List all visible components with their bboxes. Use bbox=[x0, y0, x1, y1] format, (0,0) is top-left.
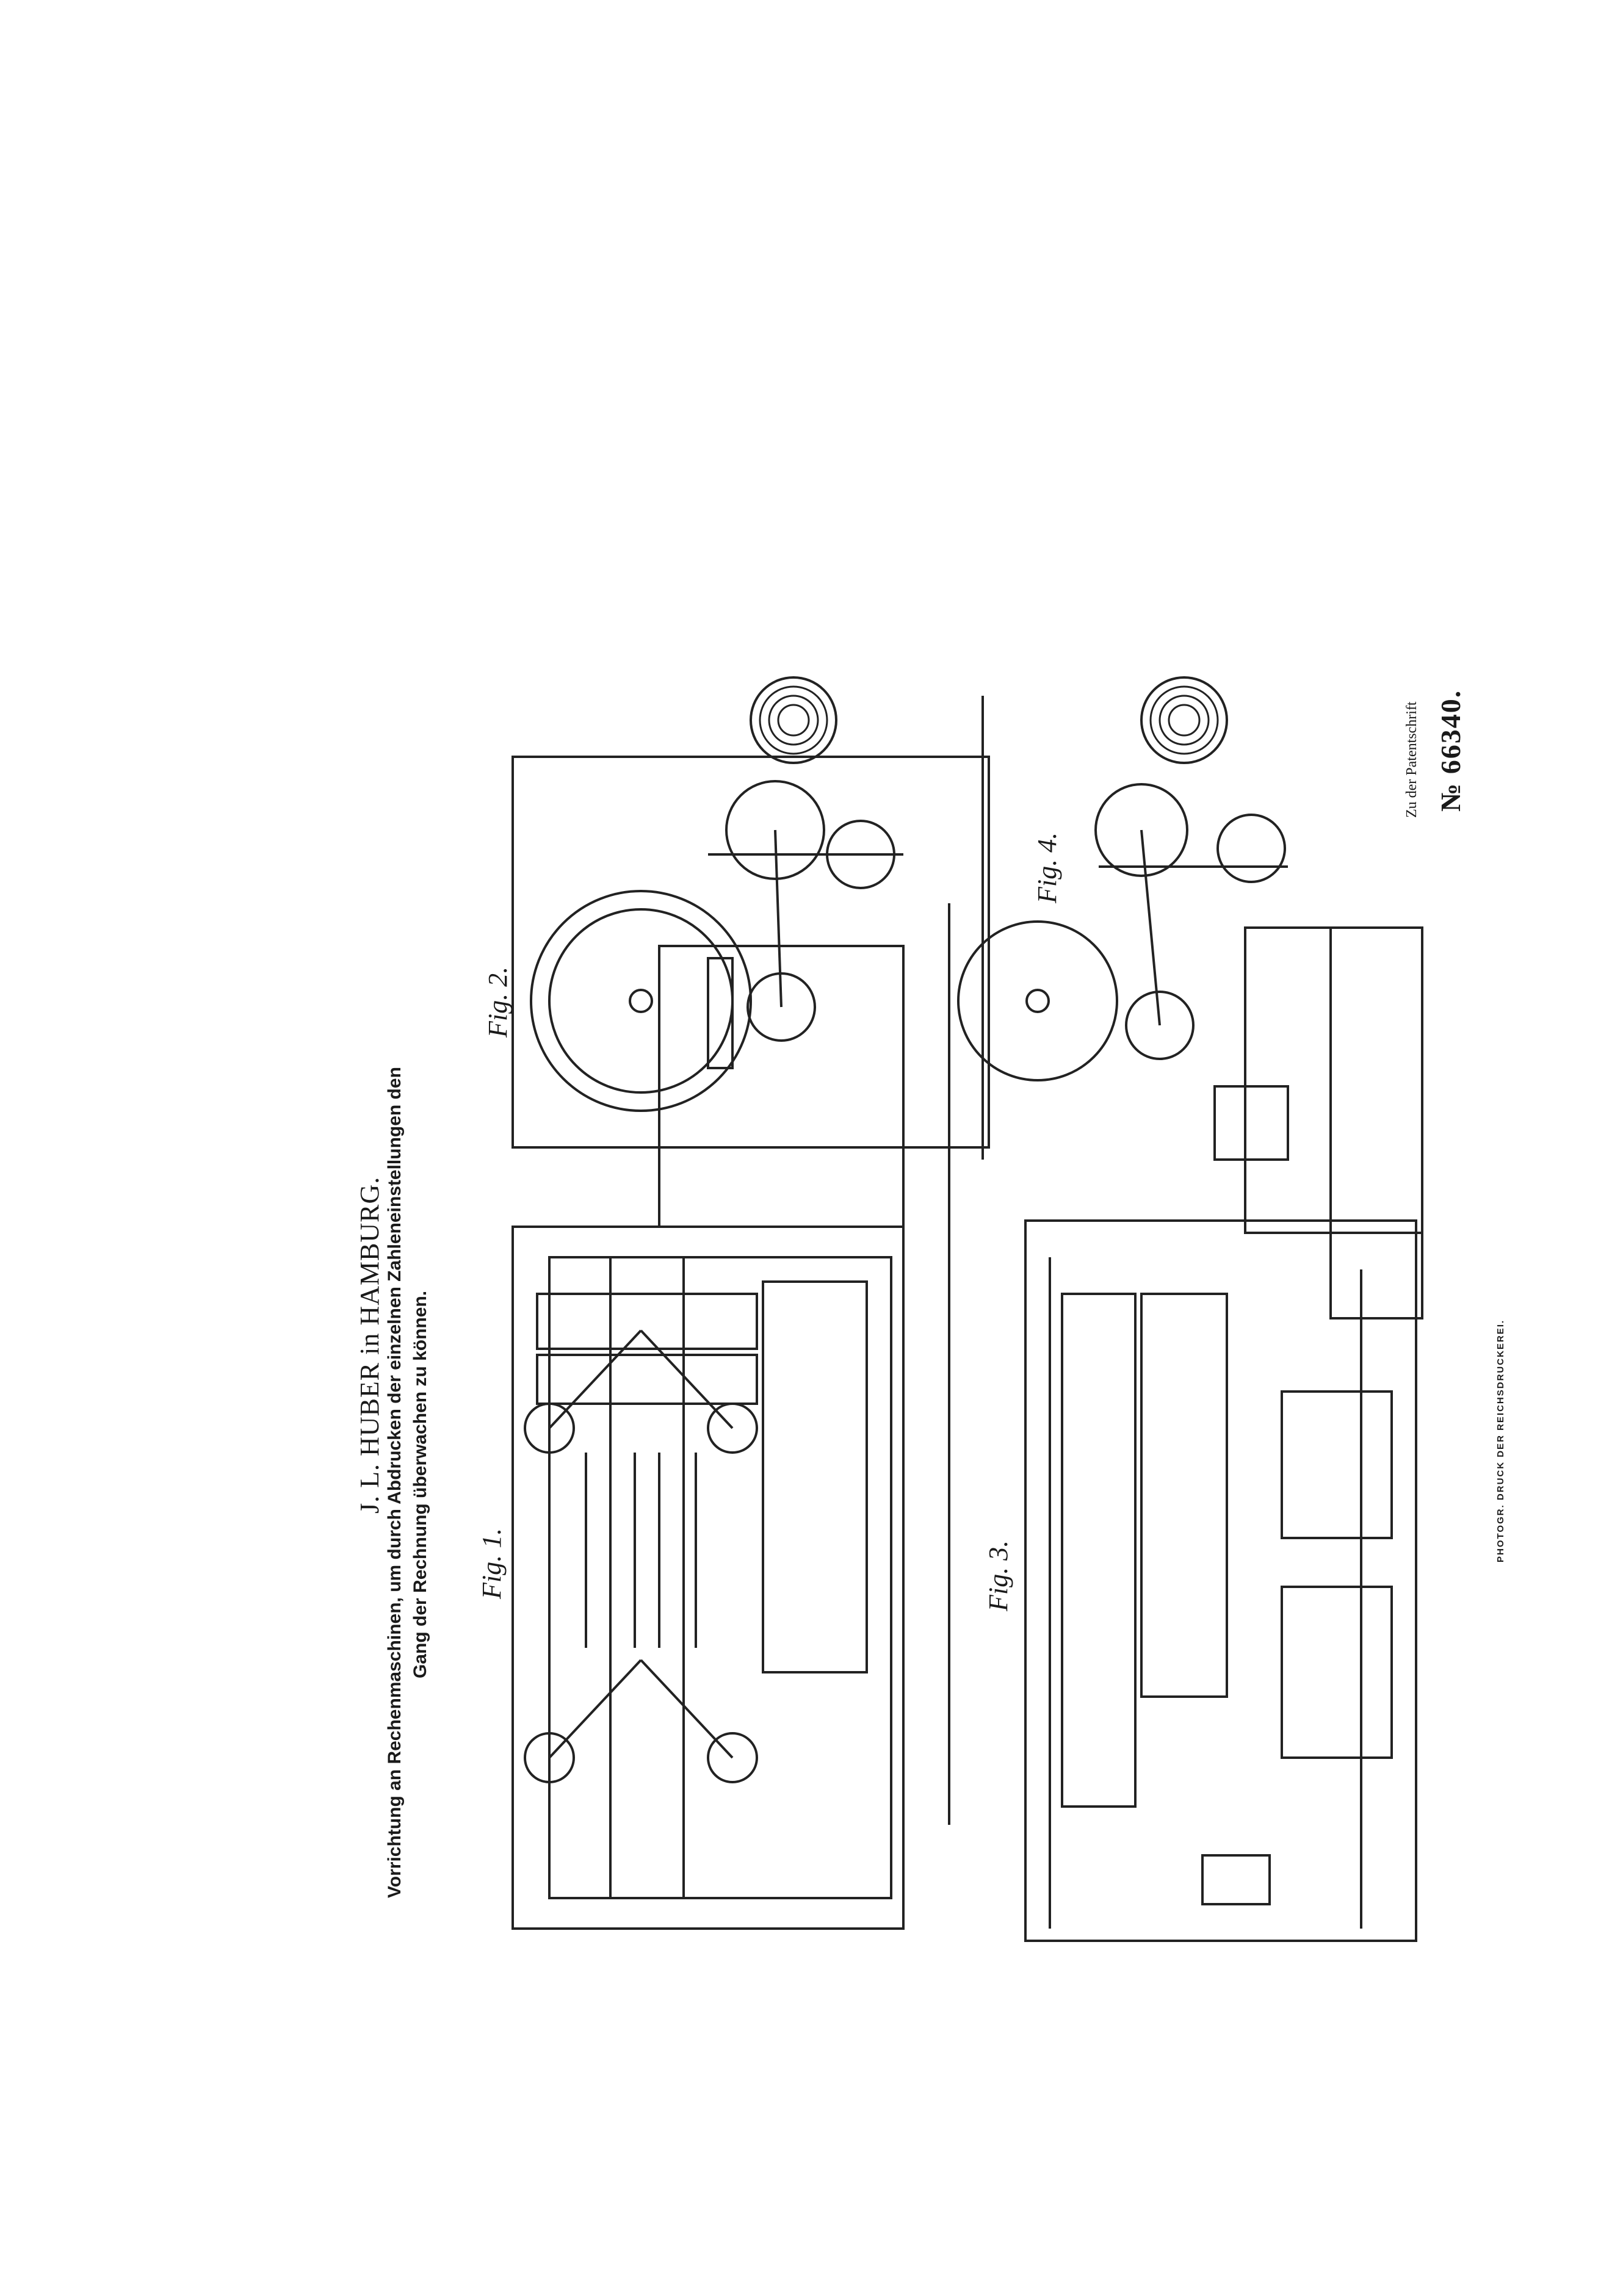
fig4-drawing bbox=[957, 676, 1289, 1161]
patent-note: Zu der Patentschrift bbox=[1404, 701, 1420, 818]
fig1-drawing bbox=[511, 903, 950, 1930]
fig4-label: Fig. 4. bbox=[1032, 832, 1062, 903]
patent-subtitle-line2: Gang der Rechnung überwachen zu können. bbox=[410, 1290, 430, 1678]
fig3-label: Fig. 3. bbox=[983, 1540, 1013, 1611]
patent-number: № 66340. bbox=[1435, 689, 1466, 812]
fig3-drawing bbox=[1024, 926, 1423, 1942]
printer-imprint: PHOTOGR. DRUCK DER REICHSDRUCKEREI. bbox=[1495, 1319, 1506, 1562]
fig2-drawing bbox=[511, 676, 990, 1160]
patent-title: J. L. HUBER in HAMBURG. bbox=[355, 1176, 385, 1514]
fig1-label: Fig. 1. bbox=[477, 1528, 507, 1599]
fig2-label: Fig. 2. bbox=[483, 966, 513, 1038]
patent-subtitle-line1: Vorrichtung an Rechenmaschinen, um durch… bbox=[385, 1067, 405, 1898]
